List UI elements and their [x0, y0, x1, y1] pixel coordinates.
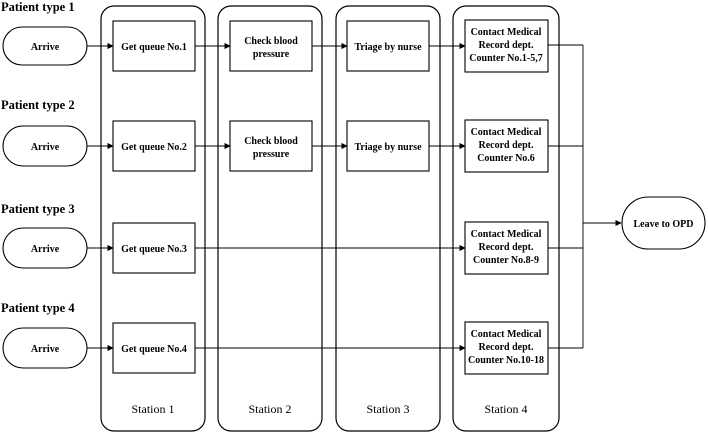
- record-label-3b: Record dept.: [479, 242, 534, 253]
- queue-label-1: Get queue No.1: [121, 42, 187, 53]
- arrive-node-3: [2, 227, 88, 269]
- record-label-1b: Record dept.: [479, 40, 534, 51]
- record-label-4c: Counter No.10-18: [468, 355, 544, 366]
- station-label-3: Station 3: [366, 402, 409, 416]
- record-label-2c: Counter No.6: [477, 153, 535, 164]
- bp-label-1b: pressure: [253, 49, 290, 60]
- queue-box-1: [112, 20, 196, 72]
- station-lane-3: [335, 5, 441, 432]
- arrive-label-2: Arrive: [31, 142, 60, 153]
- bp-label-1a: Check blood: [244, 36, 298, 47]
- bp-box-2: [229, 120, 313, 172]
- record-label-1a: Contact Medical: [471, 27, 542, 38]
- record-label-4a: Contact Medical: [471, 329, 542, 340]
- patient-type-label-4: Patient type 4: [1, 301, 75, 315]
- patient-type-labels: Patient type 1 Patient type 2 Patient ty…: [1, 0, 75, 315]
- station-lane-1: [100, 5, 206, 432]
- leave-to-opd-node: [621, 196, 706, 250]
- triage-box-1: [346, 20, 430, 72]
- record-label-4b: Record dept.: [479, 342, 534, 353]
- station-lanes: Station 1 Station 2 Station 3 Station 4: [100, 5, 560, 432]
- station-label-1: Station 1: [131, 402, 174, 416]
- record-box-2: [464, 119, 549, 173]
- arrive-node-2: [2, 125, 88, 167]
- flow-connectors: [87, 42, 622, 352]
- queue-box-2: [112, 120, 196, 172]
- station-lane-4: [452, 5, 560, 432]
- bp-label-2b: pressure: [253, 149, 290, 160]
- record-box-1: [464, 19, 549, 73]
- patient-row-4: Arrive Get queue No.4 Contact Medical Re…: [2, 321, 549, 375]
- patient-row-3: Arrive Get queue No.3 Contact Medical Re…: [2, 221, 549, 275]
- patient-type-label-1: Patient type 1: [1, 0, 75, 14]
- bp-box-1: [229, 20, 313, 72]
- station-lane-2: [217, 5, 323, 432]
- patient-type-label-3: Patient type 3: [1, 202, 75, 216]
- patient-row-1: Arrive Get queue No.1 Check blood pressu…: [2, 19, 549, 73]
- patient-type-label-2: Patient type 2: [1, 98, 75, 112]
- record-box-4: [464, 321, 549, 375]
- queue-label-3: Get queue No.3: [121, 244, 187, 255]
- record-box-3: [464, 221, 549, 275]
- arrive-label-1: Arrive: [31, 42, 60, 53]
- triage-label-2: Triage by nurse: [354, 142, 422, 153]
- arrive-label-3: Arrive: [31, 244, 60, 255]
- arrive-node-1: [2, 26, 88, 66]
- record-label-3a: Contact Medical: [471, 229, 542, 240]
- arrive-label-4: Arrive: [31, 344, 60, 355]
- queue-label-2: Get queue No.2: [121, 142, 187, 153]
- exit-node-group: Leave to OPD: [621, 196, 706, 250]
- record-label-3c: Counter No.8-9: [473, 255, 539, 266]
- triage-box-2: [346, 120, 430, 172]
- patient-row-2: Arrive Get queue No.2 Check blood pressu…: [2, 119, 549, 173]
- queue-box-4: [112, 322, 196, 374]
- record-label-2b: Record dept.: [479, 140, 534, 151]
- queue-box-3: [112, 222, 196, 274]
- record-label-2a: Contact Medical: [471, 127, 542, 138]
- queue-label-4: Get queue No.4: [121, 344, 187, 355]
- leave-to-opd-label: Leave to OPD: [634, 219, 694, 230]
- triage-label-1: Triage by nurse: [354, 42, 422, 53]
- bp-label-2a: Check blood: [244, 136, 298, 147]
- station-label-2: Station 2: [248, 402, 291, 416]
- station-label-4: Station 4: [484, 402, 527, 416]
- arrive-node-4: [2, 327, 88, 369]
- record-label-1c: Counter No.1-5,7: [469, 53, 542, 64]
